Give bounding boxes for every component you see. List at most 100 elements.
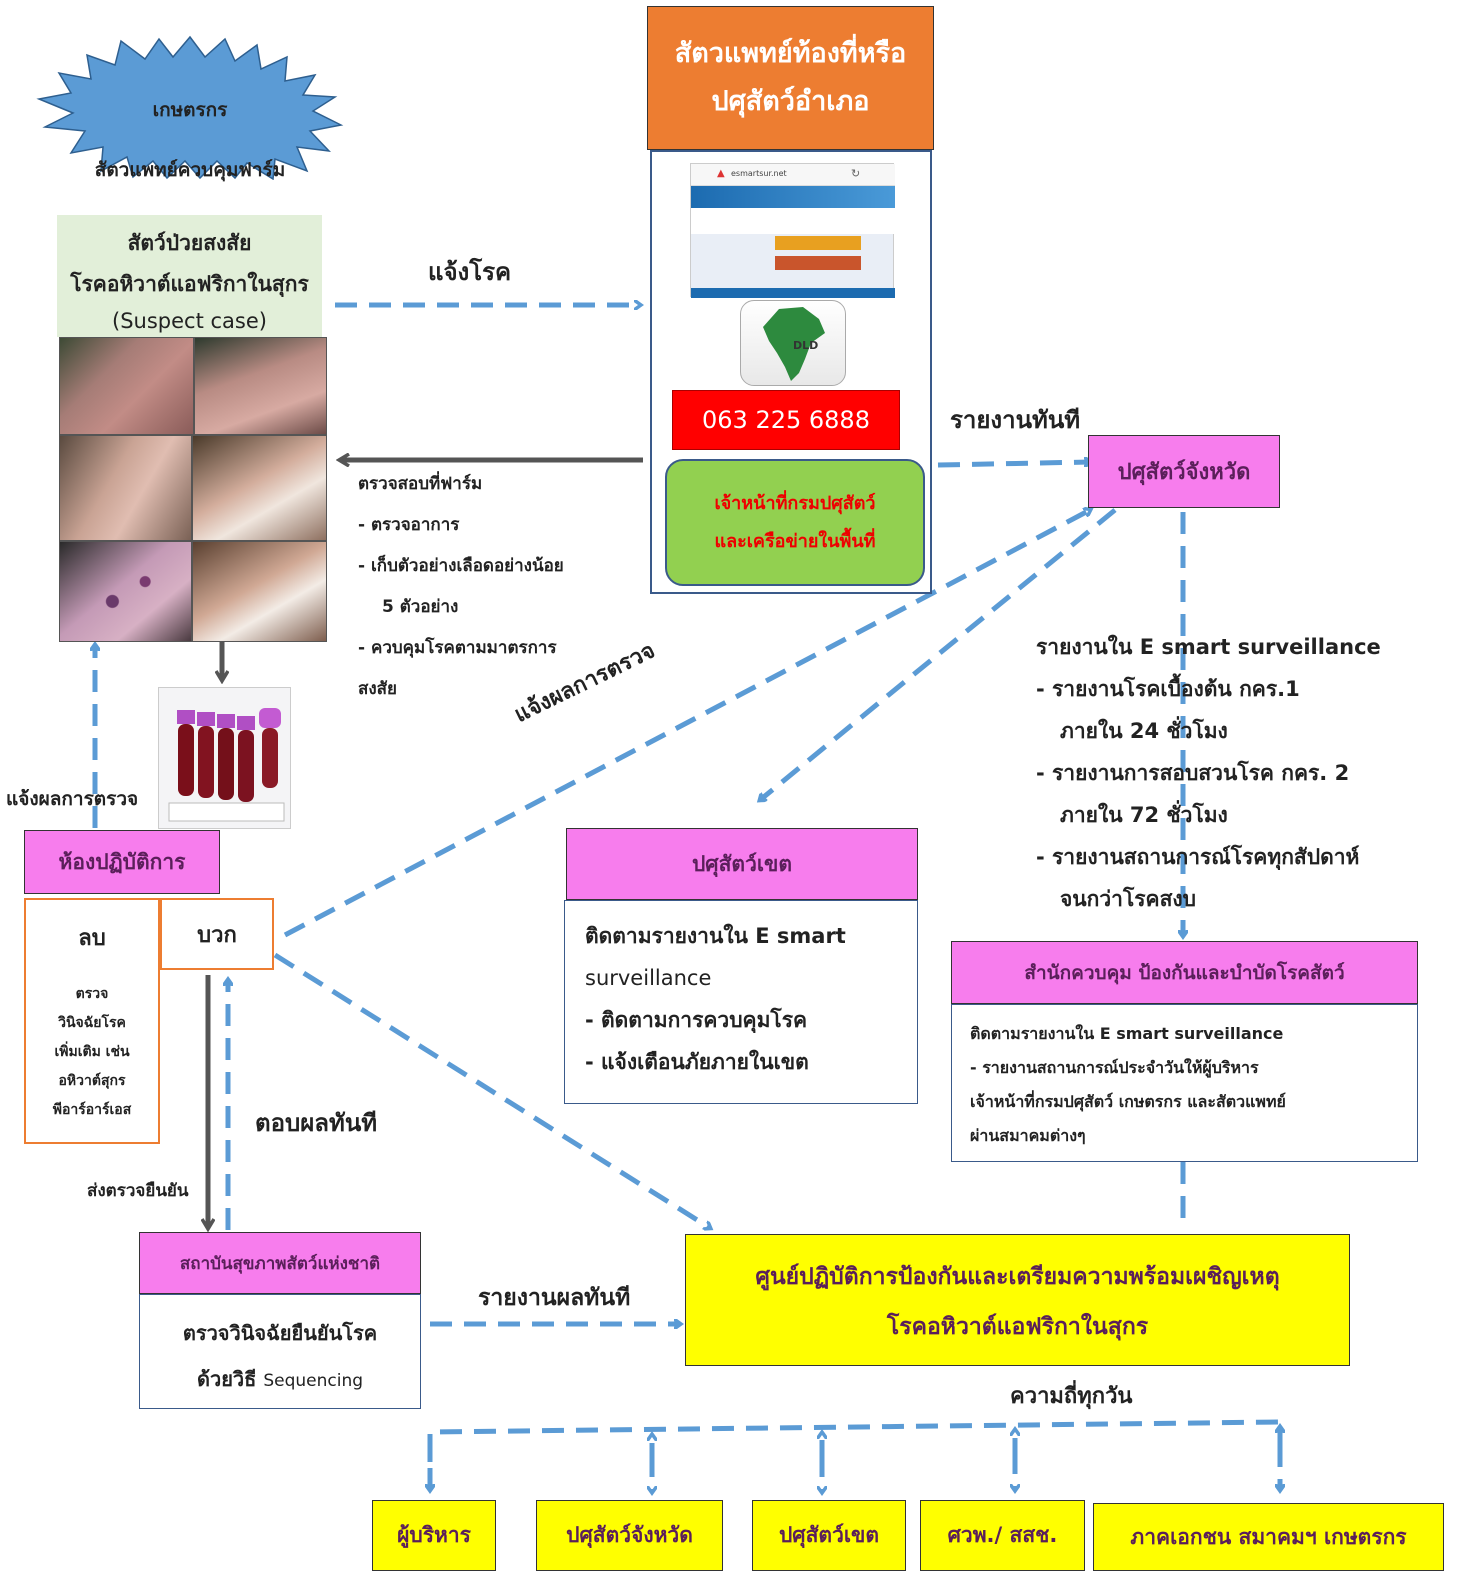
lab-positive-label: บวก <box>197 922 237 948</box>
region-livestock-title: ปศุสัตว์เขต <box>691 851 793 876</box>
bureau-title: สำนักควบคุม ป้องกันและบำบัดโรคสัตว์ <box>1024 961 1345 984</box>
esmart-item: จนกว่าโรคสงบ <box>1060 887 1196 911</box>
pig-photo-1 <box>59 337 194 435</box>
region-line: surveillance <box>585 966 712 990</box>
bureau-line: ผ่านสมาคมต่างๆ <box>970 1126 1086 1145</box>
stakeholder-label: ศวพ./ สสช. <box>947 1523 1058 1547</box>
stakeholder-label: ผู้บริหาร <box>397 1523 471 1547</box>
stakeholder-region: ปศุสัตว์เขต <box>752 1500 906 1571</box>
district-vet-line-2: ปศุสัตว์อำเภอ <box>711 86 870 117</box>
niah-line-2a: ด้วยวิธี <box>196 1367 264 1391</box>
lab-negative-label: ลบ <box>78 926 106 951</box>
site-footer <box>691 288 895 298</box>
negative-detail-line: อหิวาต์สุกร <box>58 1073 126 1089</box>
label-report-disease: แจ้งโรค <box>428 258 512 286</box>
blood-tubes-image <box>158 687 291 829</box>
label-report-now: รายงานทันที <box>950 406 1081 434</box>
lab-box: ห้องปฏิบัติการ <box>24 830 220 894</box>
eoc-line-2: โรคอหิวาต์แอฟริกาในสุกร <box>886 1314 1149 1340</box>
district-vet-line-1: สัตวแพทย์ท้องที่หรือ <box>674 38 907 69</box>
pig-photo-2 <box>194 337 327 435</box>
line-distribution <box>427 1419 1281 1490</box>
farm-vet-label: สัตวแพทย์ควบคุมฟาร์ม <box>94 159 286 181</box>
dld-staff-box: เจ้าหน้าที่กรมปศุสัตว์ และเครือข่ายในพื้… <box>665 459 925 586</box>
label-daily-frequency: ความถี่ทุกวัน <box>1010 1384 1133 1409</box>
browser-bar: ▲ esmartsur.net ↻ <box>691 164 895 186</box>
suspect-line-3: (Suspect case) <box>112 309 267 333</box>
farmer-burst: เกษตรกร สัตวแพทย์ควบคุมฟาร์ม <box>35 35 345 181</box>
farm-check-item: - ตรวจอาการ <box>358 515 460 535</box>
arrow-report-province <box>937 462 1090 468</box>
site-url: esmartsur.net <box>731 169 787 178</box>
stakeholder-private: ภาคเอกชน สมาคมฯ เกษตรกร <box>1093 1503 1444 1571</box>
esmart-item: ภายใน 72 ชั่วโมง <box>1060 803 1228 827</box>
dld-staff-line-1: เจ้าหน้าที่กรมปศุสัตว์ <box>714 492 876 514</box>
dld-logo-text: DLD <box>793 339 819 352</box>
farm-check-item: สงสัย <box>358 679 398 699</box>
warning-icon: ▲ <box>717 168 725 179</box>
blood-tubes-drawing <box>168 708 285 822</box>
bureau-line: ติดตามรายงานใน E smart surveillance <box>970 1024 1284 1043</box>
farm-check-title: ตรวจสอบที่ฟาร์ม <box>358 474 483 494</box>
eoc-line-1: ศูนย์ปฏิบัติการป้องกันและเตรียมความพร้อม… <box>755 1264 1280 1290</box>
esmart-report-list: รายงานใน E smart surveillance - รายงานโร… <box>1036 626 1436 920</box>
region-livestock-body: ติดตามรายงานใน E smart surveillance - ติ… <box>564 900 918 1104</box>
pig-photo-6 <box>192 541 327 642</box>
negative-detail-line: วินิจฉัยโรค <box>58 1015 126 1031</box>
niah-line-2: ด้วยวิธี Sequencing <box>140 1363 420 1395</box>
label-send-confirm: ส่งตรวจยืนยัน <box>87 1181 189 1201</box>
province-livestock-title: ปศุสัตว์จังหวัด <box>1117 460 1251 485</box>
esmart-item: - รายงานโรคเบื้องต้น กคร.1 <box>1036 677 1300 701</box>
niah-body: ตรวจวินิจฉัยยืนยันโรค ด้วยวิธี Sequencin… <box>139 1294 421 1409</box>
label-reply-now: ตอบผลทันที <box>255 1109 378 1137</box>
suspect-line-1: สัตว์ป่วยสงสัย <box>127 231 252 255</box>
niah-header: สถาบันสุขภาพสัตว์แห่งชาติ <box>139 1232 421 1294</box>
esmart-app-screenshot: ▲ esmartsur.net ↻ <box>690 163 895 298</box>
niah-title: สถาบันสุขภาพสัตว์แห่งชาติ <box>179 1253 381 1274</box>
lab-negative-box: ลบ ตรวจ วินิจฉัยโรค เพิ่มเติม เช่น อหิวา… <box>24 898 160 1144</box>
thailand-map-icon <box>763 307 825 381</box>
farmer-label: เกษตรกร <box>152 99 228 121</box>
dld-app-icon: DLD <box>740 300 846 386</box>
site-button-2 <box>775 256 861 270</box>
label-notify-result-left: แจ้งผลการตรวจ <box>6 788 139 810</box>
negative-detail-line: พีอาร์อาร์เอส <box>52 1102 132 1118</box>
stakeholder-executives: ผู้บริหาร <box>372 1500 496 1571</box>
farm-check-list: ตรวจสอบที่ฟาร์ม - ตรวจอาการ - เก็บตัวอย่… <box>358 464 628 710</box>
eoc-box: ศูนย์ปฏิบัติการป้องกันและเตรียมความพร้อม… <box>685 1234 1350 1366</box>
negative-detail-line: เพิ่มเติม เช่น <box>54 1044 130 1060</box>
niah-line-2b: Sequencing <box>263 1371 364 1391</box>
bureau-body: ติดตามรายงานใน E smart surveillance - รา… <box>951 1004 1418 1162</box>
region-line: - แจ้งเตือนภัยภายในเขต <box>585 1050 809 1074</box>
site-banner <box>691 186 895 208</box>
lab-negative-detail: ตรวจ วินิจฉัยโรค เพิ่มเติม เช่น อหิวาต์ส… <box>26 980 158 1125</box>
pig-photo-5 <box>59 541 192 642</box>
stakeholder-label: ปศุสัตว์จังหวัด <box>566 1523 693 1547</box>
site-button-1 <box>775 236 861 250</box>
pig-photo-4 <box>192 435 327 541</box>
hotline-text: 063 225 6888 <box>702 406 870 434</box>
arrow-notify-province <box>283 510 1090 938</box>
bureau-line: เจ้าหน้าที่กรมปศุสัตว์ เกษตรกร และสัตวแพ… <box>970 1092 1286 1111</box>
stakeholder-province: ปศุสัตว์จังหวัด <box>536 1500 723 1571</box>
farm-check-item: - เก็บตัวอย่างเลือดอย่างน้อย <box>358 556 564 576</box>
stakeholder-label: ปศุสัตว์เขต <box>778 1523 880 1547</box>
starburst-shape <box>36 35 344 180</box>
farm-check-item: - ควบคุมโรคตามมาตรการ <box>358 638 557 658</box>
region-line: ติดตามรายงานใน E smart <box>585 924 846 948</box>
negative-detail-line: ตรวจ <box>75 986 109 1002</box>
pig-photo-3 <box>59 435 192 541</box>
dld-staff-line-2: และเครือข่ายในพื้นที่ <box>714 530 876 552</box>
reload-icon: ↻ <box>851 167 861 180</box>
lab-title: ห้องปฏิบัติการ <box>58 849 186 874</box>
label-report-result-now: รายงานผลทันที <box>478 1285 631 1311</box>
esmart-item: - รายงานสถานการณ์โรคทุกสัปดาห์ <box>1036 845 1360 869</box>
esmart-title: รายงานใน E smart surveillance <box>1036 635 1381 659</box>
hotline-number[interactable]: 063 225 6888 <box>672 390 900 450</box>
arrow-positive-eoc <box>273 952 710 1228</box>
stakeholder-centers: ศวพ./ สสช. <box>920 1500 1085 1571</box>
lab-positive-box: บวก <box>160 898 274 970</box>
region-line: - ติดตามการควบคุมโรค <box>585 1008 808 1032</box>
suspect-line-2: โรคอหิวาต์แอฟริกาในสุกร <box>70 272 309 296</box>
province-livestock-box: ปศุสัตว์จังหวัด <box>1088 435 1280 508</box>
